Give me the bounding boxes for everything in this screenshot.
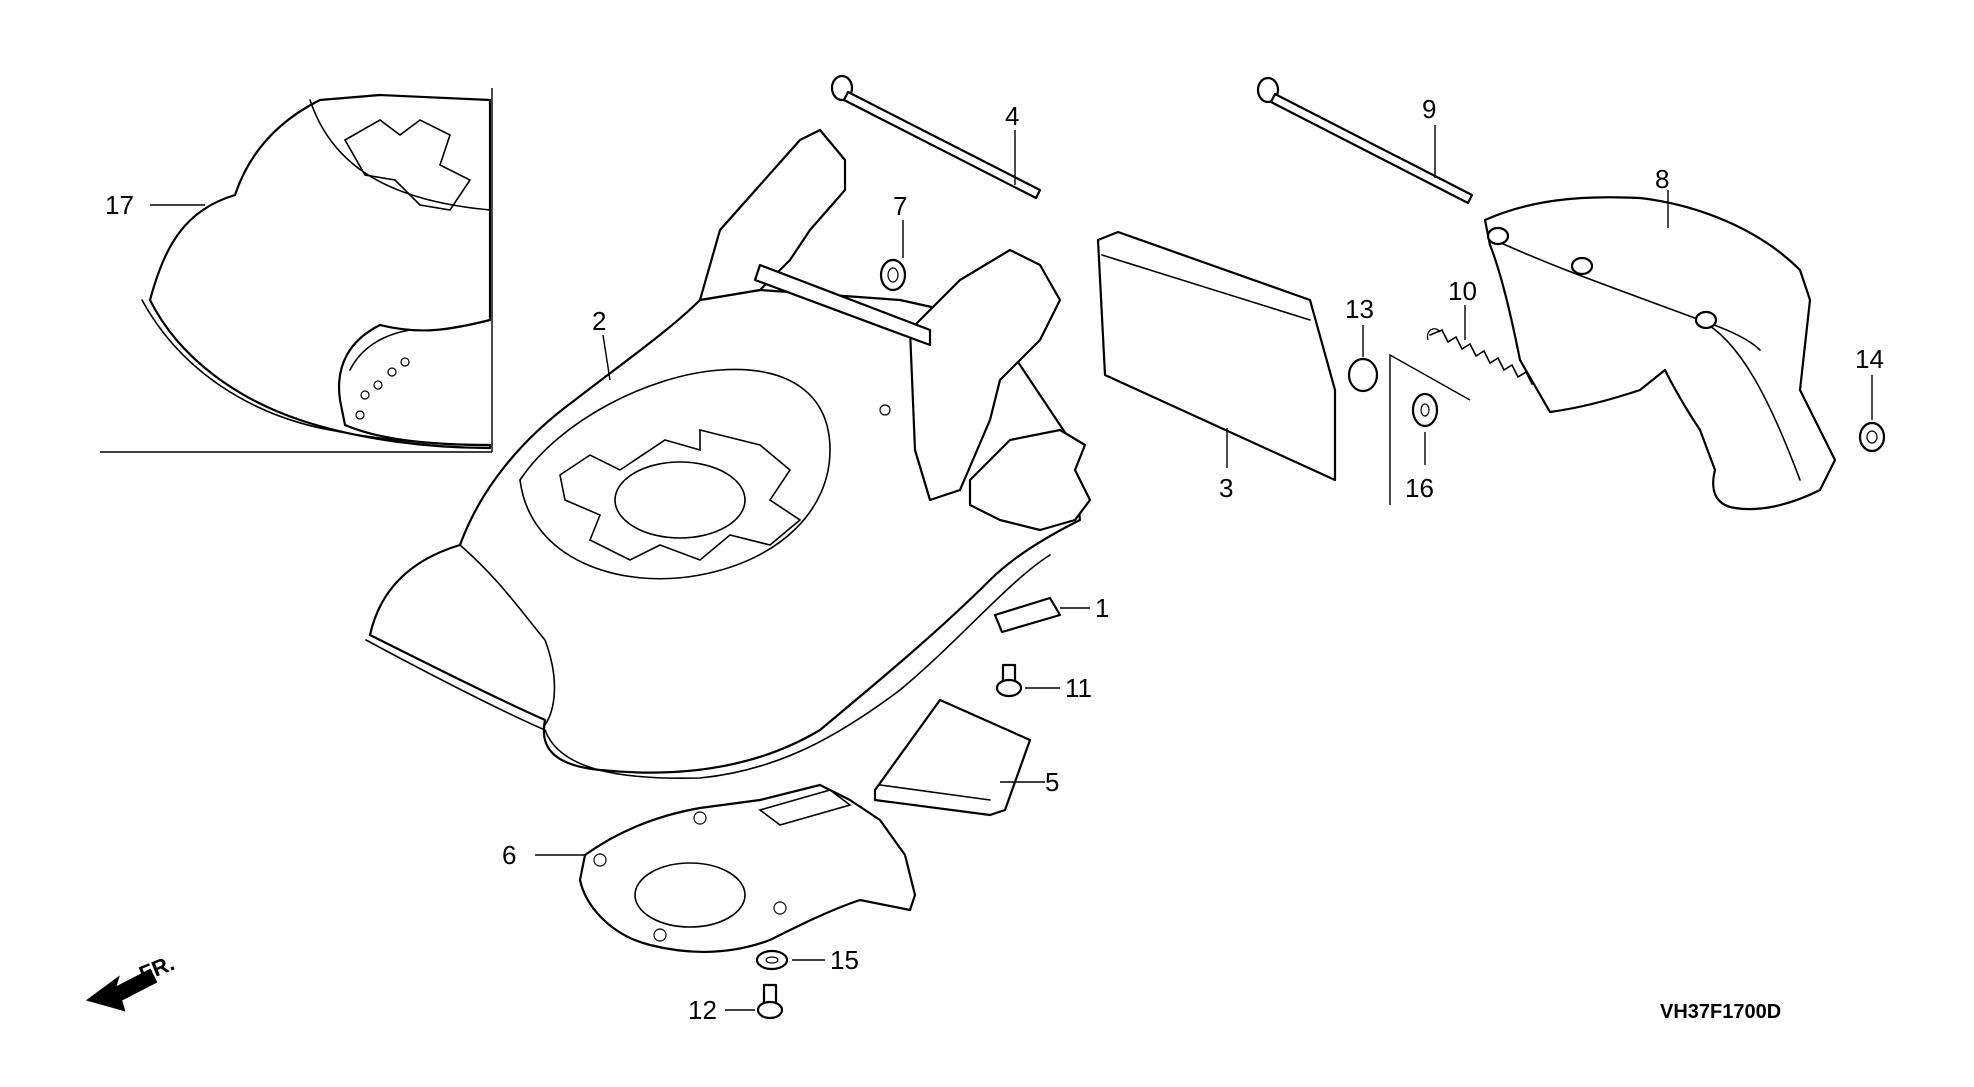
plate-1 xyxy=(993,596,1062,634)
deck-vent-ring xyxy=(559,428,802,561)
blade-guard-6-mount xyxy=(593,853,607,867)
deck-body xyxy=(368,288,1082,774)
deck-front-curl xyxy=(459,544,556,726)
part-12-bolt: 12 xyxy=(688,983,784,1025)
washer-15 xyxy=(755,949,789,971)
callout-8[interactable]: 8 xyxy=(1655,164,1669,194)
part-17-hole xyxy=(400,357,410,367)
deflector-5-edge xyxy=(879,784,991,801)
part-7-nut: 7 xyxy=(879,191,907,292)
front-direction-indicator: FR. xyxy=(85,950,178,1012)
part-1-plate: 1 xyxy=(993,593,1109,634)
part-10-spring: 10 xyxy=(1426,276,1554,391)
bolt-11-head xyxy=(995,678,1023,698)
part-17-hole xyxy=(387,367,397,377)
rod-4-shaft xyxy=(842,90,1042,200)
callout-11[interactable]: 11 xyxy=(1065,673,1092,703)
callout-7[interactable]: 7 xyxy=(893,191,907,221)
nut-14 xyxy=(1858,421,1886,453)
deck-blade-hole xyxy=(614,461,746,539)
part-17-deck-front xyxy=(148,93,492,450)
blade-guard-6-mount xyxy=(693,811,707,825)
flap-3 xyxy=(1096,230,1337,482)
leader-2 xyxy=(602,334,611,381)
nut-7-hole xyxy=(887,267,899,283)
rear-guard-8-pivot xyxy=(1486,226,1510,246)
part-17-hole xyxy=(360,390,370,400)
part-4-rod: 4 xyxy=(830,74,1042,200)
callout-17[interactable]: 17 xyxy=(105,190,134,220)
part-17-hole xyxy=(373,380,383,390)
callout-12[interactable]: 12 xyxy=(688,995,717,1025)
blade-guard-6 xyxy=(578,783,917,954)
rod-9-shaft xyxy=(1269,92,1474,205)
callout-16[interactable]: 16 xyxy=(1405,473,1434,503)
deck-height-lever xyxy=(968,428,1092,532)
blade-guard-6-mount xyxy=(653,928,667,942)
callout-14[interactable]: 14 xyxy=(1855,344,1884,374)
part-15-washer: 15 xyxy=(755,945,859,975)
part-17-vent-a xyxy=(343,119,472,211)
part-17-vent-b xyxy=(349,329,411,371)
deck-rear-bracket-right xyxy=(908,248,1062,502)
part-5-deflector: 5 xyxy=(873,698,1059,817)
blade-guard-6-mount xyxy=(773,901,787,915)
deck-rear-bracket-left xyxy=(698,128,847,302)
washer-15-hole xyxy=(765,956,779,964)
callout-4[interactable]: 4 xyxy=(1005,101,1019,131)
blade-guard-6-hole xyxy=(634,862,746,928)
rear-guard-8-pivot xyxy=(1570,256,1594,276)
collar-13 xyxy=(1347,357,1379,393)
nut-14-hole xyxy=(1866,430,1878,444)
part-17-rim xyxy=(141,299,491,446)
part-11-bolt: 11 xyxy=(995,663,1092,703)
part-17-hole xyxy=(355,410,365,420)
deck-bolt-hole xyxy=(879,404,891,416)
part-3-flap: 3 xyxy=(1096,230,1337,503)
callout-1[interactable]: 1 xyxy=(1095,593,1109,623)
nut-7 xyxy=(879,258,907,292)
spring-10-hook-a xyxy=(1426,328,1441,341)
rear-guard-8 xyxy=(1483,196,1837,511)
part-17-inner-bowl xyxy=(309,99,491,211)
drawing-code: VH37F1700D xyxy=(1660,1001,1781,1023)
flap-3-hinge xyxy=(1101,254,1311,321)
washer-16 xyxy=(1411,392,1439,428)
part-6-blade-guard: 6 xyxy=(502,783,917,954)
callout-3[interactable]: 3 xyxy=(1219,473,1233,503)
bolt-12-head xyxy=(756,1000,784,1020)
callout-10[interactable]: 10 xyxy=(1448,276,1477,306)
part-2-mower-deck: 2 xyxy=(365,128,1092,780)
callout-9[interactable]: 9 xyxy=(1422,94,1436,124)
washer-16-hole xyxy=(1420,403,1430,417)
part-8-rear-guard: 8 xyxy=(1483,164,1837,511)
deck-crossbar xyxy=(753,263,932,347)
part-13-collar: 13 xyxy=(1345,294,1379,393)
part-16-washer: 16 xyxy=(1389,353,1471,505)
inset-detail: 17 xyxy=(100,88,493,453)
callout-13[interactable]: 13 xyxy=(1345,294,1374,324)
callout-2[interactable]: 2 xyxy=(592,306,606,336)
deflector-5 xyxy=(873,698,1032,817)
callout-6[interactable]: 6 xyxy=(502,840,516,870)
spring-10 xyxy=(1429,328,1546,385)
blade-guard-6-grille xyxy=(758,789,852,826)
deck-rim xyxy=(365,554,1051,780)
front-arrow-icon xyxy=(85,968,158,1012)
rear-guard-8-pivot xyxy=(1694,310,1718,330)
callout-5[interactable]: 5 xyxy=(1045,767,1059,797)
part-14-nut: 14 xyxy=(1855,344,1886,453)
front-label: FR. xyxy=(136,950,178,986)
rear-guard-8-hinge xyxy=(1489,237,1761,351)
callout-15[interactable]: 15 xyxy=(830,945,859,975)
rear-guard-8-side xyxy=(1699,319,1801,481)
part-9-rod: 9 xyxy=(1256,76,1474,205)
leader-bracket-16 xyxy=(1389,353,1471,505)
deck-bowl xyxy=(519,368,831,580)
